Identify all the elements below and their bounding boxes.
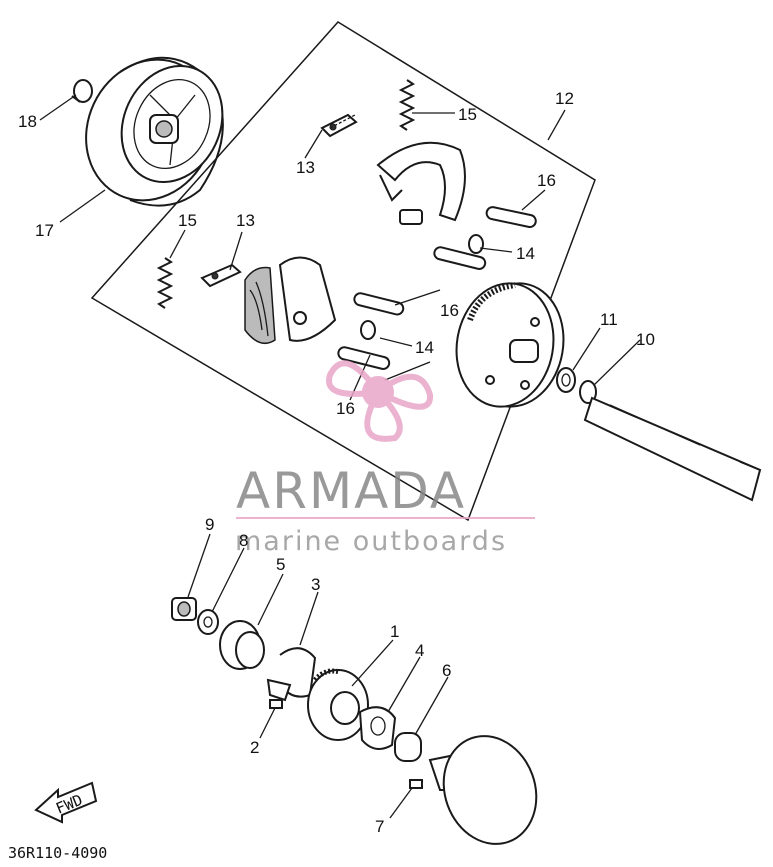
- part-9-nut: [171, 597, 197, 621]
- callout-10: 10: [636, 330, 655, 349]
- part-2-key: [269, 699, 283, 709]
- part-13-clip-upper: [320, 113, 358, 138]
- callout-1: 1: [390, 622, 399, 641]
- callout-4: 4: [415, 641, 424, 660]
- part-7-key: [409, 779, 423, 789]
- propeller-logo-icon: [326, 360, 433, 442]
- part-4-plate: [358, 706, 397, 750]
- callout-7: 7: [375, 817, 384, 836]
- callout-3: 3: [311, 575, 320, 594]
- part-17-clutch-drum: [85, 56, 224, 207]
- callout-18: 18: [18, 112, 37, 131]
- callout-12: 12: [555, 89, 574, 108]
- part-3-retainer: [266, 647, 317, 702]
- part-15-spring-upper: [398, 79, 416, 131]
- part-5-bushing: [219, 620, 265, 670]
- callout-16-upper: 16: [537, 171, 556, 190]
- leader-lines: [39, 94, 641, 819]
- crankshaft: [583, 396, 762, 502]
- part-1-starter-pulley: [307, 668, 369, 741]
- part-16-pin-d: [337, 346, 391, 370]
- callout-6: 6: [442, 661, 451, 680]
- part-14-washer-upper: [468, 234, 484, 254]
- part-14-washer-lower: [360, 320, 376, 340]
- part-16-pin-a: [485, 206, 537, 229]
- callout-16-middle: 16: [440, 301, 459, 320]
- callout-14-lower: 14: [415, 338, 434, 357]
- clutch-carrier-plate: [455, 282, 565, 408]
- callout-5: 5: [276, 555, 285, 574]
- part-6-collar: [394, 732, 422, 762]
- clutch-shoe-upper: [376, 141, 466, 225]
- clutch-shoe-lower: [244, 256, 337, 345]
- part-13-clip-left: [200, 263, 242, 288]
- assembly-12-boundary: [90, 21, 596, 522]
- callout-15-upper: 15: [458, 105, 477, 124]
- watermark-tagline: marine outboards: [235, 526, 507, 557]
- callout-13-left: 13: [236, 211, 255, 230]
- part-18-circlip: [71, 79, 93, 103]
- part-16-pin-c: [353, 292, 405, 316]
- callout-labels: 18 17 15 13 12 16 14 15 13 16 14 16 11 1…: [18, 89, 655, 836]
- callout-15-left: 15: [178, 211, 197, 230]
- part-8-washer: [197, 609, 219, 635]
- fwd-arrow-icon: FWD: [34, 781, 98, 824]
- callout-14-upper: 14: [516, 244, 535, 263]
- drawing-code: 36R110-4090: [8, 844, 107, 862]
- armada-watermark: ARMADA marine outboards: [235, 360, 535, 557]
- part-11-washer: [556, 367, 576, 393]
- part-15-spring-left: [156, 257, 174, 309]
- end-cover: [428, 735, 538, 845]
- callout-16-lower: 16: [336, 399, 355, 418]
- callout-13-upper: 13: [296, 158, 315, 177]
- callout-17: 17: [35, 221, 54, 240]
- part-10-circlip: [579, 380, 597, 404]
- callout-11: 11: [600, 310, 618, 329]
- part-16-pin-b: [433, 246, 487, 270]
- callout-9: 9: [205, 515, 214, 534]
- watermark-brand: ARMADA: [236, 462, 466, 520]
- callout-2: 2: [250, 738, 259, 757]
- callout-8: 8: [239, 531, 248, 550]
